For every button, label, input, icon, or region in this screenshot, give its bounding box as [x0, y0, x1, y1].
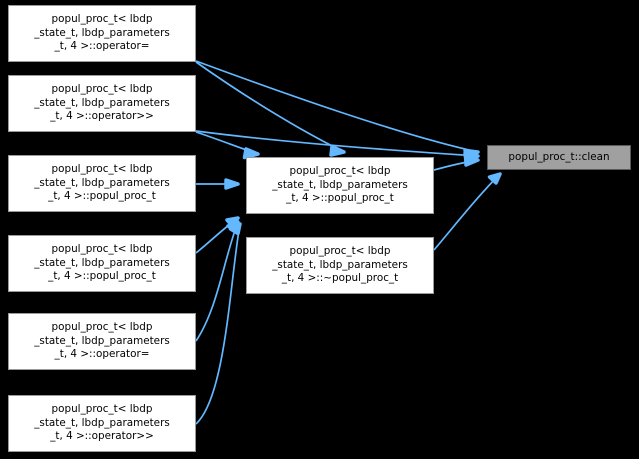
graph-node-label: popul_proc_t< lbdp _state_t, lbdp_parame… [34, 12, 170, 53]
arrowhead-n2-to-n9 [463, 151, 480, 164]
edge-n1-to-n9 [195, 60, 479, 153]
graph-node-n7[interactable]: popul_proc_t< lbdp _state_t, lbdp_parame… [246, 157, 434, 214]
graph-node-n5[interactable]: popul_proc_t< lbdp _state_t, lbdp_parame… [8, 313, 196, 370]
graph-node-label: popul_proc_t< lbdp _state_t, lbdp_parame… [34, 402, 170, 443]
edge-n6-to-n7 [195, 223, 241, 425]
arrowhead-n3-to-n7 [224, 178, 240, 190]
arrowhead-n1-to-n7 [329, 144, 346, 157]
graph-node-n3[interactable]: popul_proc_t< lbdp _state_t, lbdp_parame… [8, 155, 196, 212]
graph-node-label: popul_proc_t::clean [508, 150, 610, 163]
arrowhead-n1-to-n9 [463, 148, 480, 161]
arrowhead-n8-to-n9 [487, 172, 502, 185]
edge-n2-to-n9 [195, 130, 479, 157]
edge-n7-to-n9 [433, 159, 479, 171]
arrowhead-n6-to-n7 [228, 222, 242, 236]
graph-node-label: popul_proc_t< lbdp _state_t, lbdp_parame… [34, 162, 170, 203]
arrowhead-n7-to-n9 [464, 154, 480, 167]
graph-node-n8[interactable]: popul_proc_t< lbdp _state_t, lbdp_parame… [246, 237, 434, 294]
graph-node-n2[interactable]: popul_proc_t< lbdp _state_t, lbdp_parame… [8, 75, 196, 132]
graph-node-label: popul_proc_t< lbdp _state_t, lbdp_parame… [272, 244, 408, 285]
edge-n4-to-n7 [195, 217, 239, 254]
graph-node-label: popul_proc_t< lbdp _state_t, lbdp_parame… [272, 164, 408, 205]
graph-node-label: popul_proc_t< lbdp _state_t, lbdp_parame… [34, 320, 170, 361]
graph-node-label: popul_proc_t< lbdp _state_t, lbdp_parame… [34, 82, 170, 123]
edge-n1-to-n7 [195, 61, 345, 153]
graph-node-label: popul_proc_t< lbdp _state_t, lbdp_parame… [34, 242, 170, 283]
graph-node-n9[interactable]: popul_proc_t::clean [487, 145, 631, 170]
graph-node-n6[interactable]: popul_proc_t< lbdp _state_t, lbdp_parame… [8, 395, 196, 452]
edge-n8-to-n9 [433, 173, 501, 251]
edge-n2-to-n7 [195, 131, 259, 155]
arrowhead-n4-to-n7 [225, 216, 240, 229]
graph-node-n4[interactable]: popul_proc_t< lbdp _state_t, lbdp_parame… [8, 235, 196, 292]
graph-node-n1[interactable]: popul_proc_t< lbdp _state_t, lbdp_parame… [8, 5, 196, 62]
arrowhead-n5-to-n7 [226, 220, 240, 233]
edge-n5-to-n7 [195, 221, 239, 342]
